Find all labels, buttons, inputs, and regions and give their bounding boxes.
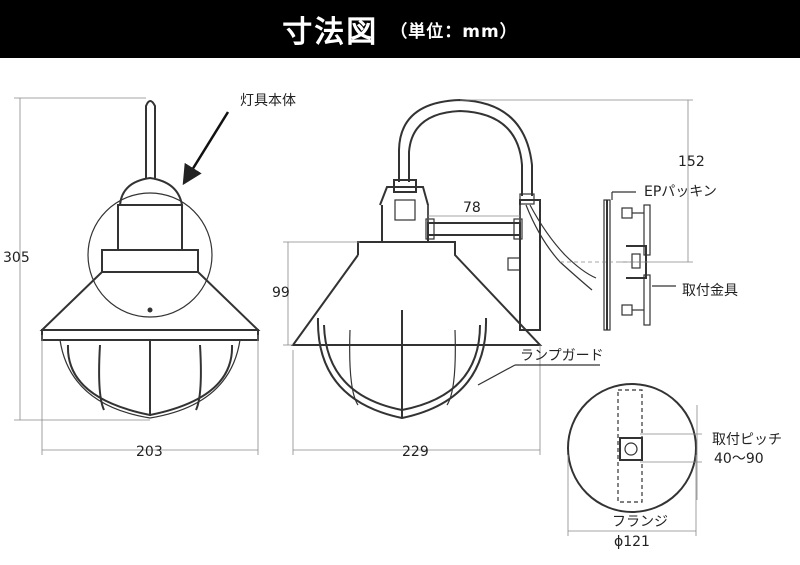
shade-height-dimension: 99: [272, 285, 290, 301]
side-view: [291, 98, 597, 420]
mount-pitch-value: 40〜90: [714, 451, 764, 467]
lamp-guard-label: ランプガード: [520, 348, 604, 364]
front-view: [39, 100, 261, 419]
title-bar: 寸法図 （単位：mm）: [0, 0, 800, 58]
arm-length-dimension: 78: [463, 200, 481, 216]
main-body-label: 灯具本体: [240, 93, 296, 109]
unit-label: （単位：mm）: [390, 21, 518, 42]
projection-dimension: 152: [678, 154, 705, 170]
front-width-dimension: 203: [136, 444, 163, 460]
mount-bracket-label: 取付金具: [682, 283, 738, 299]
flange-detail: [567, 383, 697, 513]
ep-packing-label: EPパッキン: [644, 184, 717, 200]
height-dimension: 305: [3, 250, 30, 266]
page-title: 寸法図: [282, 15, 379, 50]
side-width-dimension: 229: [402, 444, 429, 460]
mount-pitch-label: 取付ピッチ: [712, 432, 782, 448]
mount-detail: [560, 199, 651, 331]
flange-diameter: ϕ121: [614, 534, 650, 550]
flange-label: フランジ: [612, 514, 668, 530]
